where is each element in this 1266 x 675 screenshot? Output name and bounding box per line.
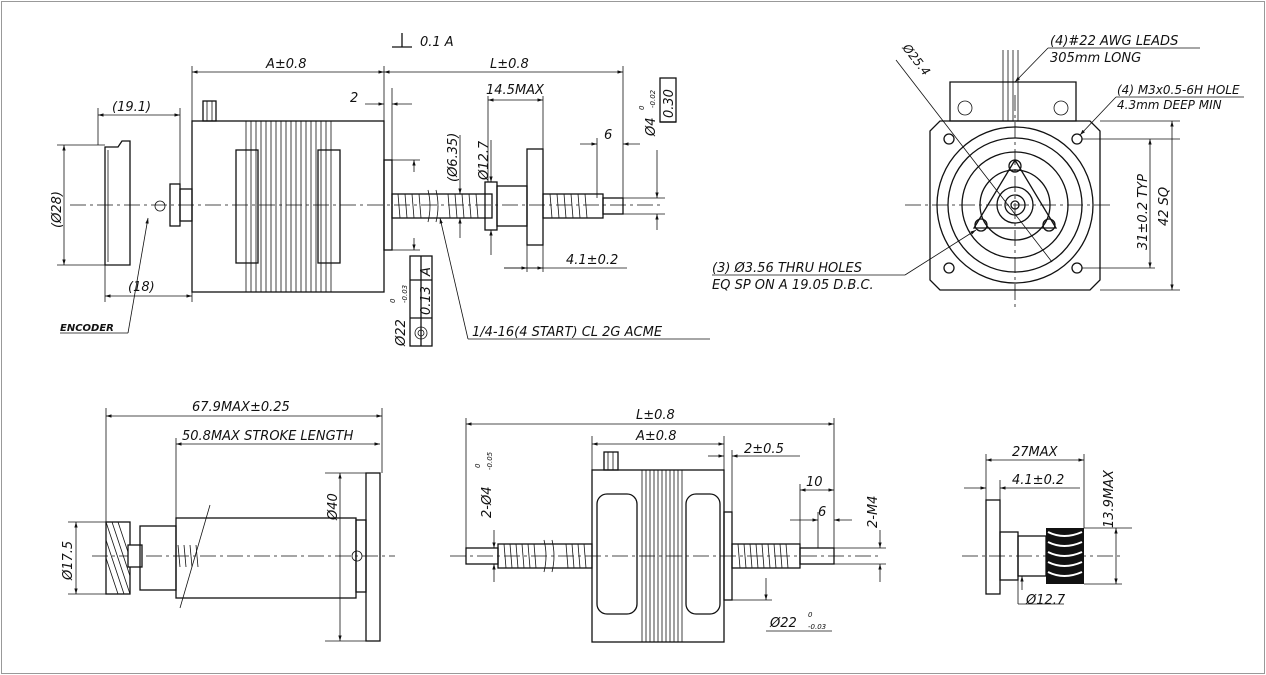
rear-screw-threads bbox=[503, 539, 587, 573]
datum-a-label: A bbox=[419, 267, 434, 277]
motor-fins bbox=[245, 121, 332, 292]
dim-17-5-label: Ø17.5 bbox=[61, 541, 76, 581]
dim-14-5max-label: 14.5MAX bbox=[486, 83, 545, 98]
dim-31-label: 31±0.2 TYP bbox=[1136, 174, 1151, 250]
motor-pocket-left bbox=[596, 493, 638, 615]
tol-neg-002: -0.02 bbox=[649, 89, 657, 108]
stroke-label: 50.8MAX STROKE LENGTH bbox=[182, 429, 354, 444]
front-screw-2-threads bbox=[737, 543, 789, 569]
double-shaft-view: L±0.8 A±0.8 2±0.5 10 6 2-M4 2-Ø4 0 -0.05… bbox=[450, 408, 886, 643]
actuator-view: 67.9MAX±0.25 50.8MAX STROKE LENGTH Ø17.5… bbox=[61, 400, 395, 642]
dim-2-phi4-label: 2-Ø4 bbox=[480, 487, 495, 518]
dim-4-1-label: 4.1±0.2 bbox=[566, 253, 618, 268]
dim-l-label: L±0.8 bbox=[490, 57, 529, 72]
dim-25-4-label: Ø25.4 bbox=[899, 40, 933, 78]
tol-neg-005: -0.05 bbox=[486, 451, 494, 470]
dim-4-shaft-label: Ø4 bbox=[644, 117, 659, 137]
screw-tip bbox=[602, 197, 624, 215]
m3-holes-label-2: 4.3mm DEEP MIN bbox=[1117, 98, 1222, 112]
tol-0-d: 0 bbox=[808, 611, 813, 619]
thru-holes-label-2: EQ SP ON A 19.05 D.B.C. bbox=[712, 278, 874, 293]
detail-flange bbox=[985, 499, 1001, 595]
thru-hole-1 bbox=[1008, 159, 1022, 173]
front-ring-outer bbox=[936, 126, 1094, 284]
nut-collar bbox=[484, 181, 498, 231]
front-ring-3 bbox=[961, 151, 1069, 259]
actuator-threads bbox=[177, 544, 199, 568]
nut-flange bbox=[526, 148, 544, 246]
tol-neg-003-a: -0.03 bbox=[401, 285, 409, 303]
dim-22-label: Ø22 bbox=[394, 319, 409, 347]
leads-label-1: (4)#22 AWG LEADS bbox=[1050, 34, 1178, 49]
dim-2-m4-label: 2-M4 bbox=[866, 496, 881, 528]
m3-hole-2 bbox=[1071, 133, 1083, 145]
encoder-label: ENCODER bbox=[60, 323, 114, 334]
front-view: Ø25.4 (4)#22 AWG LEADS 305mm LONG (4) M3… bbox=[712, 34, 1244, 310]
m3-hole-4 bbox=[1071, 262, 1083, 274]
encoder-screw bbox=[154, 200, 166, 212]
runout-label: 0.30 bbox=[662, 89, 677, 118]
m3-hole-3 bbox=[943, 262, 955, 274]
actuator-flange bbox=[365, 472, 381, 642]
dim-12-7b-label: Ø12.7 bbox=[1025, 593, 1066, 608]
dim-22b-label: Ø22 bbox=[769, 616, 797, 631]
encoder-body bbox=[104, 140, 131, 266]
flange-triangle bbox=[972, 158, 1058, 229]
dim-2-05-label: 2±0.5 bbox=[744, 442, 784, 457]
dim-a2-label: A±0.8 bbox=[635, 429, 676, 444]
front-ring-2 bbox=[947, 137, 1083, 273]
leadscrew-threads bbox=[397, 189, 479, 223]
front-leads bbox=[1002, 50, 1019, 121]
front-square bbox=[929, 120, 1101, 291]
m3-holes-label-1: (4) M3x0.5-6H HOLE bbox=[1117, 83, 1240, 97]
dim-2-label: 2 bbox=[350, 91, 358, 106]
tol-0-a: 0 bbox=[638, 105, 646, 110]
thru-hole-3 bbox=[974, 218, 988, 232]
dim-42-label: 42 SQ bbox=[1157, 187, 1172, 226]
side-view: A±0.8 L±0.8 2 14.5MAX (19.1) (Ø6.35) Ø12… bbox=[50, 33, 710, 347]
motor-fins-2 bbox=[641, 470, 683, 642]
concentricity-label: 0.13 bbox=[419, 286, 434, 315]
dim-a-label: A±0.8 bbox=[265, 57, 306, 72]
lead-wires bbox=[202, 100, 217, 122]
detail-thread-lines bbox=[1047, 531, 1083, 577]
dim-18-label: (18) bbox=[128, 280, 155, 295]
dim-10-label: 10 bbox=[806, 475, 823, 490]
motor-slot-right bbox=[317, 149, 341, 264]
dim-12-7-label: Ø12.7 bbox=[477, 140, 492, 181]
dim-4-1b-label: 4.1±0.2 bbox=[1012, 473, 1064, 488]
dim-40-label: Ø40 bbox=[326, 493, 341, 521]
leads-label-2: 305mm LONG bbox=[1050, 51, 1141, 66]
tol-0-b: 0 bbox=[389, 298, 397, 303]
thread-spec-label: 1/4-16(4 START) CL 2G ACME bbox=[472, 325, 663, 340]
front-tip-2 bbox=[799, 547, 835, 565]
actuator-nut bbox=[139, 525, 177, 591]
thru-hole-2 bbox=[1042, 218, 1056, 232]
m3-hole-1 bbox=[943, 133, 955, 145]
thru-holes-label-1: (3) Ø3.56 THRU HOLES bbox=[712, 261, 862, 276]
dim-13-9-label: 13.9MAX bbox=[1102, 469, 1117, 528]
screw-front-threads bbox=[549, 193, 588, 219]
dim-l2-label: L±0.8 bbox=[636, 408, 675, 423]
dim-6-label: 6 bbox=[604, 128, 612, 143]
dim-28-label: (Ø28) bbox=[50, 191, 65, 228]
motor-body bbox=[191, 120, 385, 293]
nut-body bbox=[496, 185, 528, 227]
tol-neg-003-b: -0.03 bbox=[808, 623, 826, 631]
flatness-label: 0.1 A bbox=[420, 35, 454, 50]
nut-detail-view: 27MAX 4.1±0.2 13.9MAX Ø12.7 bbox=[962, 445, 1132, 608]
dim-6b-label: 6 bbox=[818, 505, 826, 520]
dim-67-9-label: 67.9MAX±0.25 bbox=[192, 400, 290, 415]
motor-slot-left bbox=[235, 149, 259, 264]
tol-0-c: 0 bbox=[474, 463, 482, 468]
motor-pocket-right bbox=[685, 493, 721, 615]
dim-6-35-label: (Ø6.35) bbox=[446, 133, 461, 182]
dim-19-1-label: (19.1) bbox=[112, 100, 151, 115]
dim-27max-label: 27MAX bbox=[1012, 445, 1059, 460]
